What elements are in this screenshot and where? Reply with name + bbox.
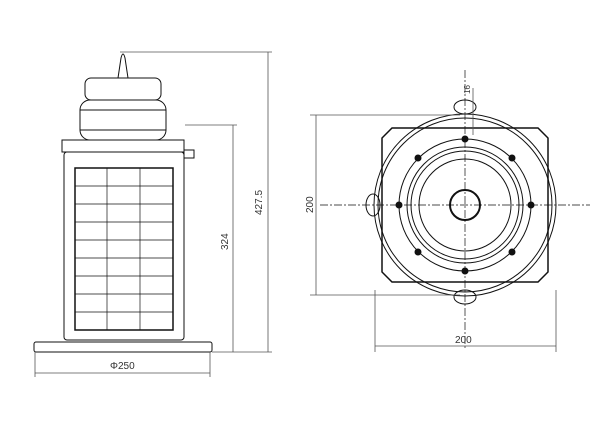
- base-plate: [33, 341, 213, 353]
- dim-slot: 16: [463, 85, 472, 94]
- square-plate: [381, 127, 549, 283]
- dim-top-width: 200: [455, 335, 472, 346]
- lamp-lens: [79, 99, 167, 141]
- top-dimensions: [310, 88, 557, 352]
- body: [63, 151, 185, 341]
- side-view: [33, 53, 213, 353]
- top-view: [320, 70, 590, 350]
- lamp-cap: [84, 77, 162, 101]
- solar-grid: [75, 168, 173, 330]
- side-dimensions: [34, 51, 272, 377]
- bracket: [183, 149, 195, 159]
- centerlines: [320, 70, 590, 350]
- dim-body-height: 324: [220, 233, 231, 250]
- dim-top-height: 200: [305, 196, 316, 213]
- dim-total-height: 427.5: [254, 190, 265, 215]
- solar-panel: [74, 167, 174, 331]
- flange: [61, 139, 185, 153]
- dim-base-diameter: Φ250: [110, 361, 135, 372]
- lamp-spike: [117, 53, 129, 79]
